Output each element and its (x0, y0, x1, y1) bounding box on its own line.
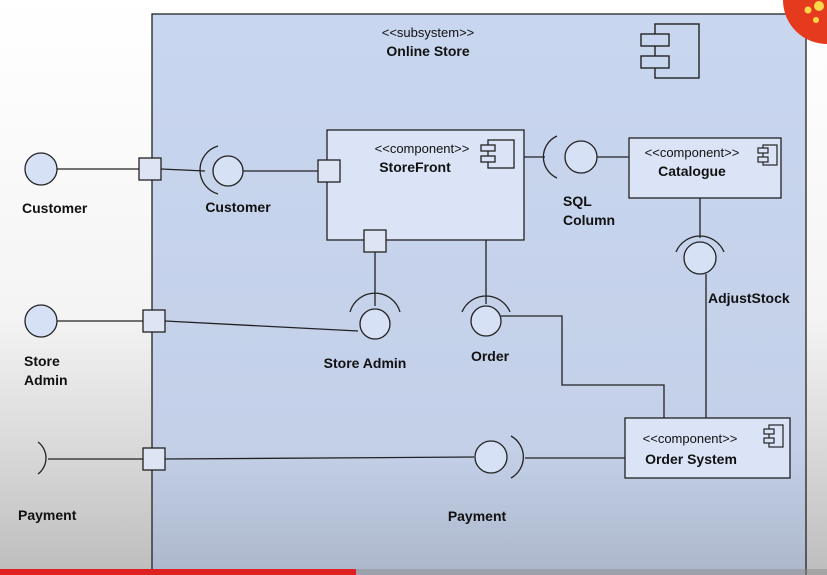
store-admin-interface-label: Store Admin (324, 355, 407, 371)
catalogue-stereotype: <<component>> (645, 145, 740, 160)
store-admin-provided-ball (359, 308, 391, 340)
storefront-name: StoreFront (379, 159, 451, 175)
adjuststock-required-socket (675, 235, 725, 253)
store-admin-required-socket (349, 292, 401, 313)
payment-actor-socket (37, 441, 47, 475)
payment-delegation-line (164, 456, 475, 460)
catalogue-component-icon (757, 144, 778, 166)
sql-label-line2: Column (563, 212, 615, 228)
store-admin-delegation-line (164, 320, 359, 332)
video-progress-track[interactable] (0, 569, 827, 575)
payment-port (142, 447, 166, 471)
channel-logo (783, 0, 827, 44)
sql-required-socket (542, 135, 558, 179)
order-required-socket (461, 295, 511, 313)
order-to-order-system-line (501, 315, 665, 418)
subsystem-stereotype: <<subsystem>> (382, 25, 475, 40)
subsystem-boundary (151, 13, 807, 575)
sql-provided-ball (564, 140, 598, 174)
payment-interface-label: Payment (448, 508, 507, 524)
payment-required-socket (510, 435, 524, 479)
subsystem-title: Online Store (386, 43, 469, 59)
customer-provided-ball (212, 155, 244, 187)
customer-port (138, 157, 162, 181)
customer-delegation-line (160, 168, 206, 172)
adjuststock-provided-ball (683, 241, 717, 275)
storefront-left-port (317, 159, 341, 183)
order-provided-ball (470, 305, 502, 337)
storefront-stereotype: <<component>> (375, 141, 470, 156)
customer-actor-interface (24, 152, 58, 186)
video-progress-fill (0, 569, 356, 575)
adjuststock-label: AdjustStock (708, 290, 790, 306)
customer-required-socket (199, 145, 219, 195)
store-admin-actor-interface (24, 304, 58, 338)
storefront-component-icon (480, 139, 515, 169)
customer-actor-label: Customer (22, 200, 88, 216)
sql-label-line1: SQL (563, 193, 592, 209)
order-interface-label: Order (471, 348, 510, 364)
subsystem-component-icon (640, 23, 700, 79)
order-system-component-icon (763, 424, 784, 448)
customer-interface-label: Customer (205, 199, 271, 215)
order-system-stereotype: <<component>> (643, 431, 738, 446)
order-system-name: Order System (645, 451, 737, 467)
storefront-bottom-port (363, 229, 387, 253)
order-system-component (624, 417, 791, 479)
store-admin-port (142, 309, 166, 333)
store-admin-actor-label-line1: Store (24, 353, 60, 369)
payment-provided-ball (474, 440, 508, 474)
catalogue-component (628, 137, 782, 199)
store-admin-actor-label-line2: Admin (24, 372, 68, 388)
payment-actor-label: Payment (18, 507, 77, 523)
catalogue-name: Catalogue (658, 163, 726, 179)
